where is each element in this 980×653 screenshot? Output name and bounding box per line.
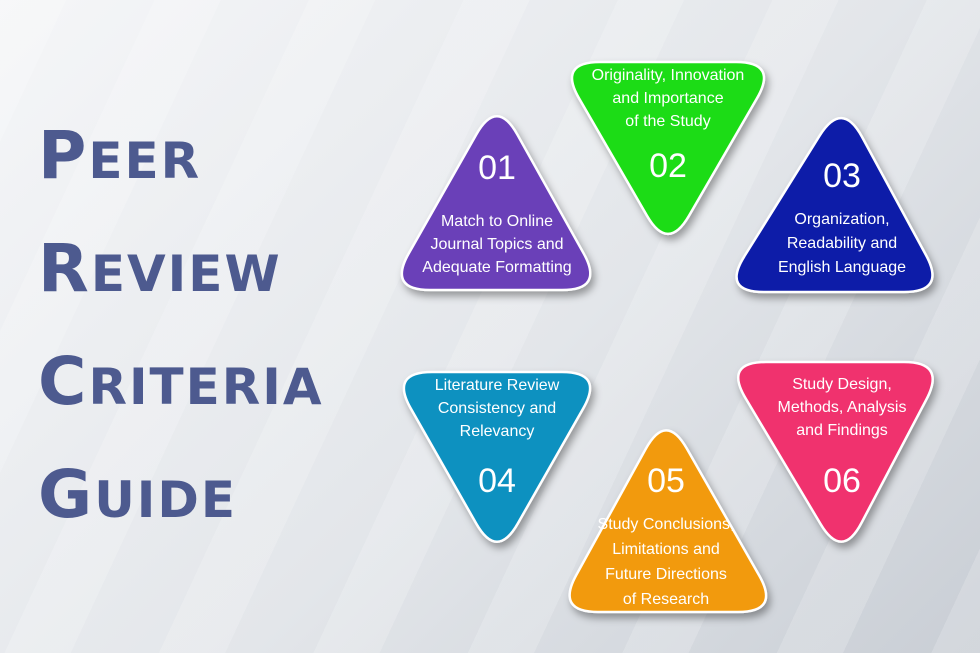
criterion-05-label-line: Limitations and bbox=[612, 541, 720, 558]
criterion-05-label-line: Study Conclusions, bbox=[598, 516, 735, 533]
criterion-02-number: 02 bbox=[649, 147, 687, 185]
criterion-01-label-line: Adequate Formatting bbox=[422, 259, 571, 276]
criterion-05-label-line: of Research bbox=[623, 591, 709, 608]
criterion-03-label-line: Readability and bbox=[787, 235, 897, 252]
criterion-04-label-line: Literature Review bbox=[435, 377, 560, 394]
criterion-02: 02 Originality, Innovation and Importance o… bbox=[570, 60, 766, 235]
criterion-04-label-line: Consistency and bbox=[438, 400, 556, 417]
criterion-06-label-line: Methods, Analysis bbox=[778, 399, 907, 416]
criterion-04-label-line: Relevancy bbox=[460, 423, 535, 440]
criterion-02-label-line: of the Study bbox=[625, 113, 710, 130]
criterion-06-shape bbox=[736, 360, 934, 543]
criterion-06: 06 Study Design, Methods, Analysis and Find… bbox=[736, 360, 934, 543]
criterion-05-label-line: Future Directions bbox=[605, 566, 727, 583]
criterion-03-number: 03 bbox=[823, 157, 861, 195]
page-title: PEER REVIEW CRITERIA GUIDE bbox=[38, 108, 324, 560]
criterion-05-number: 05 bbox=[647, 462, 685, 500]
criterion-03-label-line: English Language bbox=[778, 259, 906, 276]
criterion-02-label-line: and Importance bbox=[612, 90, 723, 107]
title-line-1: PEER bbox=[38, 117, 202, 194]
criterion-03-label-line: Organization, bbox=[794, 211, 889, 228]
criterion-06-label-line: and Findings bbox=[796, 422, 888, 439]
criterion-04-shape bbox=[402, 370, 592, 543]
criterion-02-label-line: Originality, Innovation bbox=[592, 67, 745, 84]
criterion-02-shape bbox=[570, 60, 766, 235]
criterion-04-number: 04 bbox=[478, 462, 516, 500]
criterion-06-number: 06 bbox=[823, 462, 861, 500]
title-line-2: REVIEW bbox=[38, 230, 282, 307]
criterion-03-shape bbox=[735, 117, 934, 294]
title-line-4: GUIDE bbox=[38, 456, 238, 533]
criterion-05-shape bbox=[568, 429, 768, 614]
criterion-01-label-line: Match to Online bbox=[441, 213, 553, 230]
title-line-3: CRITERIA bbox=[38, 343, 324, 420]
criterion-01-label-line: Journal Topics and bbox=[430, 236, 563, 253]
criterion-01-number: 01 bbox=[478, 149, 516, 187]
criterion-06-label-line: Study Design, bbox=[792, 376, 892, 393]
criterion-01-shape bbox=[400, 115, 592, 292]
